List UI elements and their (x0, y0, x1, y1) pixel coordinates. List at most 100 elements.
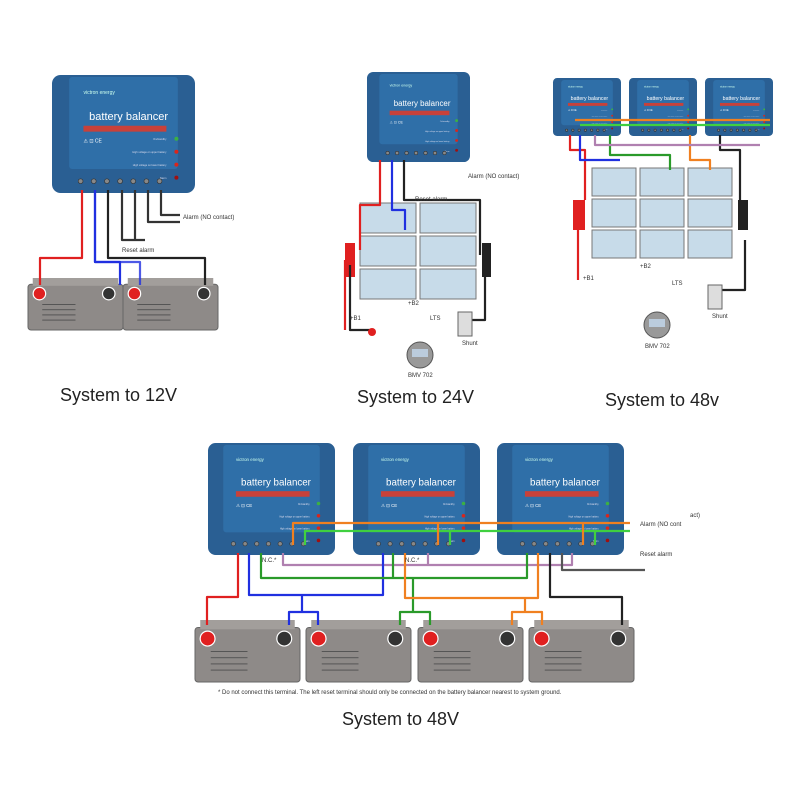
battery-cell (419, 235, 477, 267)
led-label: High voltage on upper battery (279, 515, 310, 518)
terminal-screw (678, 128, 682, 132)
led-indicator (461, 526, 466, 530)
battery (305, 620, 412, 683)
terminal-screw (413, 150, 419, 156)
battery (528, 620, 635, 683)
positive-terminal-icon (422, 630, 439, 647)
terminal-screw (395, 150, 400, 156)
battery (27, 278, 124, 331)
terminal-screw (717, 128, 721, 132)
caption-24v: System to 24V (357, 387, 474, 407)
alarm-label-tail: act) (690, 513, 700, 519)
led-label: On/standby (753, 109, 760, 112)
battery-cell (359, 202, 417, 234)
led-label: Alarm (445, 150, 450, 153)
battery-cell (687, 198, 733, 228)
terminal-screw (641, 128, 645, 132)
terminal-screw (653, 128, 657, 132)
nc-label: N.C.* (262, 558, 277, 564)
alarm-label: Alarm (NO cont (640, 522, 682, 528)
balancer-title: battery balancer (89, 111, 168, 123)
bmv-label: BMV 702 (645, 344, 670, 350)
led-indicator (455, 148, 459, 152)
battery-cell (359, 235, 417, 267)
lts-label: LTS (430, 316, 441, 322)
terminal-screw (411, 541, 416, 547)
cert-marks: ⚠ ⊡ CE (720, 109, 729, 112)
reset-alarm-label: Reset alarm (415, 197, 447, 203)
cert-marks: ⚠ ⊡ CE (525, 503, 541, 508)
negative-terminal-icon (610, 630, 627, 647)
positive-terminal-icon (533, 630, 550, 647)
led-indicator (461, 514, 466, 518)
led-indicator (455, 119, 459, 123)
led-label: High voltage on upper battery (667, 115, 683, 118)
footnote: * Do not connect this terminal. The left… (218, 690, 562, 696)
terminal-screw (565, 128, 569, 132)
led-label: On/standby (298, 503, 311, 506)
balancer-title: battery balancer (571, 96, 609, 102)
cert-marks: ⚠ ⊡ CE (83, 138, 102, 144)
lts-label: LTS (672, 281, 683, 287)
panel-48v-top-wires: +B1 +B2 LTS Shunt BMV 702 (568, 118, 770, 350)
terminal-screw (104, 178, 110, 184)
positive-terminal-icon (32, 286, 47, 301)
led-indicator (687, 127, 690, 130)
terminal-screw (117, 178, 123, 184)
led-label: High voltage on upper battery (743, 115, 759, 118)
battery-cell (591, 198, 637, 228)
terminal-screw (156, 178, 163, 184)
led-indicator (316, 526, 321, 530)
led-indicator (687, 114, 690, 117)
led-label: High voltage on upper battery (591, 115, 607, 118)
led-label: High voltage on lower battery (569, 528, 600, 531)
led-label: Alarm (680, 128, 683, 131)
negative-terminal-icon (387, 630, 404, 647)
led-label: Alarm (304, 540, 310, 543)
brand-logo: victron energy (525, 457, 554, 462)
terminal-screw (672, 128, 676, 132)
cert-marks: ⚠ ⊡ CE (390, 120, 404, 124)
shunt-label: Shunt (462, 341, 478, 347)
cert-marks: ⚠ ⊡ CE (381, 503, 397, 508)
caption-12v: System to 12V (60, 385, 177, 405)
terminal-screw (659, 128, 663, 132)
terminal-screw (602, 128, 606, 132)
brand-logo: victron energy (381, 457, 410, 462)
terminal-screw (583, 128, 587, 132)
led-label: High voltage on lower battery (133, 163, 167, 167)
positive-busbar (573, 200, 585, 230)
bmv-label: BMV 702 (408, 373, 433, 379)
negative-busbar (738, 200, 748, 230)
alarm-label: Alarm (NO contact) (468, 174, 519, 180)
led-indicator (461, 501, 466, 506)
led-indicator (174, 136, 179, 141)
balancer-title: battery balancer (723, 96, 761, 102)
terminal-screw (590, 128, 594, 132)
battery (417, 620, 524, 683)
cert-marks: ⚠ ⊡ CE (236, 503, 252, 508)
led-label: On/standby (587, 503, 600, 506)
led-label: On/standby (677, 109, 684, 112)
terminal-screw (266, 541, 271, 547)
terminal-screw (387, 541, 393, 547)
terminal-screw (91, 178, 97, 184)
positive-terminal-icon (310, 630, 327, 647)
cert-marks: ⚠ ⊡ CE (568, 109, 577, 112)
led-label: On/standby (443, 503, 456, 506)
brand-logo: victron energy (83, 90, 115, 96)
led-label: High voltage on lower battery (592, 122, 608, 125)
led-indicator (763, 121, 766, 124)
brand-logo: victron energy (720, 85, 736, 88)
terminal-screw (404, 150, 409, 156)
negative-terminal-icon (276, 630, 293, 647)
led-indicator (611, 114, 614, 117)
led-indicator (611, 108, 614, 111)
led-label: Alarm (756, 128, 759, 131)
terminal-screw (543, 541, 549, 547)
terminal-screw (566, 541, 572, 547)
b2-label: +B2 (640, 264, 652, 270)
